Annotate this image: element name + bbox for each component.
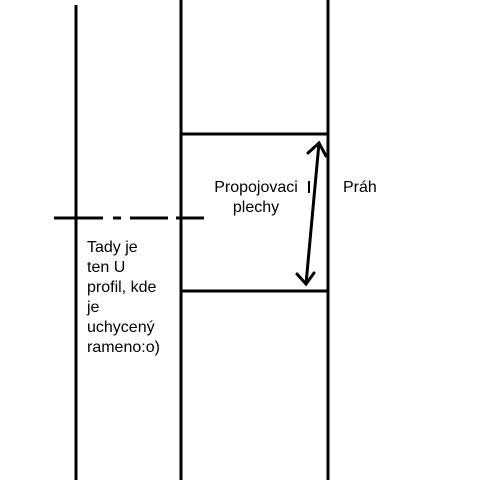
u-profile-note: Tady je ten U profil, kde je uchycený ra… [87,238,160,358]
u-profile-note-line-3: profil, kde [87,279,157,296]
u-profile-note-line-2: ten U [87,259,126,276]
connecting-plates-line-2: plechy [232,199,280,216]
u-profile-note-line-4: je [87,299,100,316]
connecting-plates-line-1: Propojovaci [214,179,298,196]
double-arrow-icon [295,140,328,287]
u-profile-note-line-5: uchycený [87,319,155,336]
u-profile-note-line-1: Tady je [87,239,138,256]
connecting-plates-label: Propojovaci plechy [200,178,312,218]
threshold-label: Práh [343,179,377,196]
u-profile-note-line-6: rameno:o) [87,339,160,356]
